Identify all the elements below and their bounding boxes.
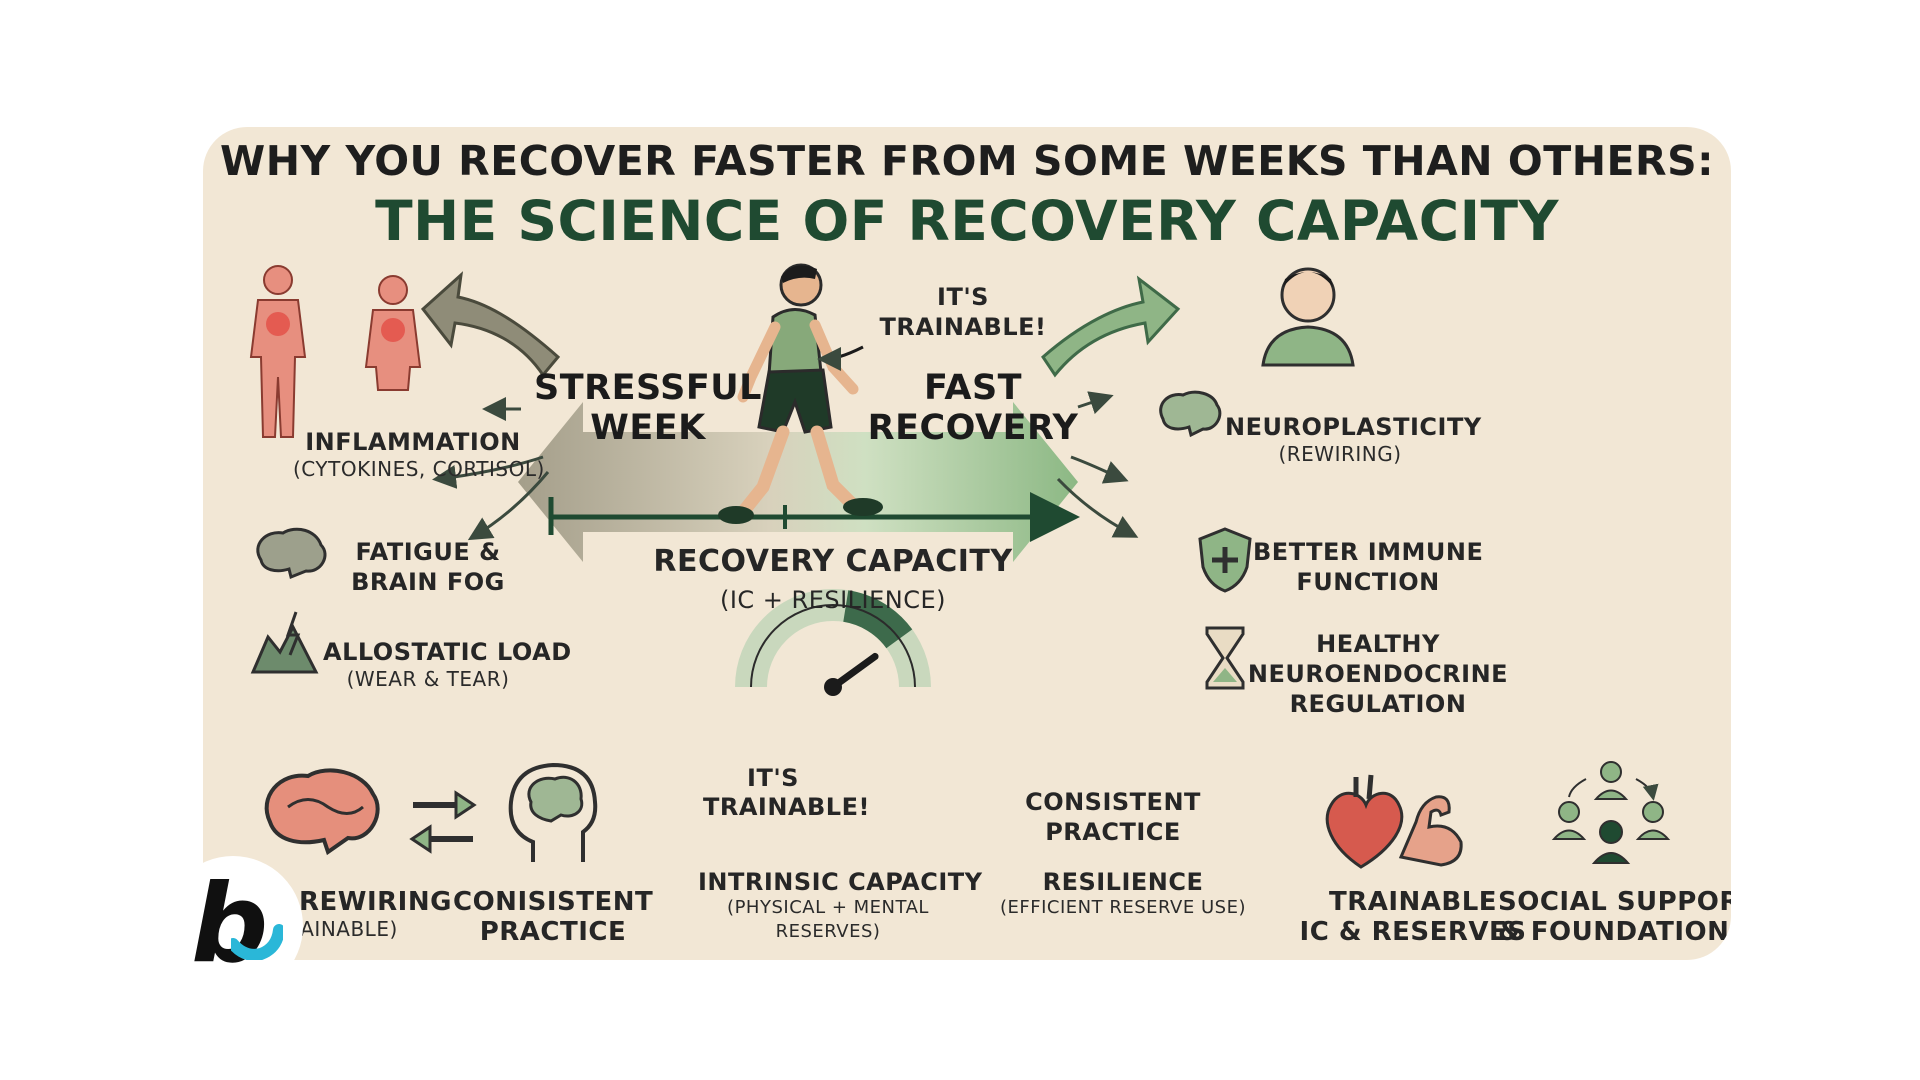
infographic-card: WHY YOU RECOVER FASTER FROM SOME WEEKS T… [203,127,1731,960]
hourglass-icon [1205,626,1245,690]
stress-recovery-band [518,402,1078,562]
social-network-icon [1551,761,1671,864]
rewiring-brain-icon [264,768,380,856]
arrow-to-healthy [1056,477,1139,538]
consistent-practice-left-line-1: CONISISTENT [453,887,654,917]
diagram-graphics [420,263,1181,696]
consistent-practice-right-line-2: PRACTICE [1045,818,1181,846]
healthy-label-line-1: HEALTHY [1316,630,1440,658]
trainable-bottom-line-1: IT'S [747,764,799,792]
inflammation-sub: (CYTOKINES, CORTISOL) [293,457,545,481]
stressful-week-line-1: STRESSFUL [534,368,762,408]
inflamed-body-icon-2 [364,275,422,391]
fatigue-label-line-1: FATIGUE & [355,538,501,566]
social-support-line-2: & FOUNDATIONS [1498,917,1731,947]
heart-and-muscle-icon [1325,774,1463,869]
immune-label-line-2: FUNCTION [1296,568,1440,596]
calm-person-icon [1261,267,1355,367]
social-support-line-1: SOCIAL SUPPORT [1498,887,1731,917]
inflamed-body-icon-1 [249,265,307,438]
brain-icon [256,527,327,580]
consistent-practice-left-line-2: PRACTICE [479,917,627,947]
title-line-1: WHY YOU RECOVER FASTER FROM SOME WEEKS T… [219,137,1715,185]
fatigue-label-line-2: BRAIN FOG [351,568,505,596]
trainable-pointer-arrow [817,345,864,371]
consistent-practice-right-line-1: CONSISTENT [1025,788,1201,816]
neuroplasticity-label: NEUROPLASTICITY [1225,413,1482,441]
heart-icon [1325,774,1404,869]
arrow-to-immune [1070,455,1129,484]
arrow-to-fatigue [432,455,544,489]
rewiring-label-line-2: AINABLE) [300,917,398,941]
intrinsic-capacity-sub-line-1: (PHYSICAL + MENTAL [727,897,929,918]
title-line-2: THE SCIENCE OF RECOVERY CAPACITY [375,189,1559,253]
intrinsic-capacity-label: INTRINSIC CAPACITY [698,868,983,896]
head-brain-icon [508,762,598,862]
trainable-ic-line-2: IC & RESERVES [1299,917,1527,947]
trainable-top-line-1: IT'S [937,283,989,311]
swap-arrows-icon [409,790,477,854]
arrow-to-neuro [1077,391,1114,415]
recovery-gauge-icon [735,589,931,696]
muscle-arm-icon [1398,795,1463,867]
inflamed-body-icons [249,265,422,438]
brand-logo-badge: b [163,856,303,996]
brand-logo-letter: b [191,862,269,987]
trainable-bottom-line-2: TRAINABLE! [703,793,870,821]
arrow-to-allostatic [467,471,550,541]
allostatic-sub: (WEAR & TEAR) [346,667,510,691]
intrinsic-capacity-sub-line-2: RESERVES) [775,921,881,942]
neuroplasticity-sub: (REWIRING) [1278,442,1402,466]
trainable-ic-line-1: TRAINABLE [1328,887,1498,917]
inflammation-label: INFLAMMATION [305,428,521,456]
resilience-sub: (EFFICIENT RESERVE USE) [1000,897,1246,918]
recovery-capacity-label: RECOVERY CAPACITY [653,544,1013,579]
walking-man-icon [718,263,883,524]
stressful-week-line-2: WEEK [590,408,706,448]
recovery-capacity-sub: (IC + RESILIENCE) [719,586,947,614]
neuro-brain-icon [1159,390,1222,438]
trainable-top-line-2: TRAINABLE! [879,313,1047,341]
healthy-label-line-2: NEUROENDOCRINE [1247,660,1509,688]
resilience-label: RESILIENCE [1042,868,1204,896]
fast-recovery-line-1: FAST [923,368,1023,408]
healthy-label-line-3: REGULATION [1289,690,1467,718]
curved-arrow-left [420,271,561,378]
shield-icon [1198,527,1252,593]
immune-label-line-1: BETTER IMMUNE [1253,538,1484,566]
curved-arrow-right [1041,275,1181,378]
allostatic-label: ALLOSTATIC LOAD [323,638,572,666]
rewiring-label-line-1: REWIRING [299,887,452,917]
fast-recovery-line-2: RECOVERY [867,408,1079,448]
wear-and-tear-icon [250,611,319,674]
logo-swoosh-icon [231,924,283,960]
